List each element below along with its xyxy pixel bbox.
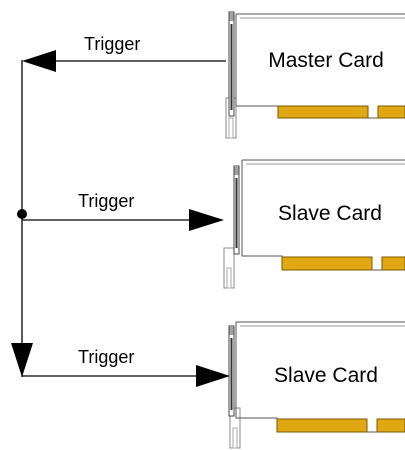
card-edge-connector — [281, 256, 373, 271]
master-card: Master Card — [225, 11, 405, 139]
trigger-signal-slave-2: Trigger — [22, 347, 230, 387]
card-edge-connector — [276, 418, 368, 433]
trigger-signal-slave-1: Trigger — [22, 191, 224, 231]
trigger-label: Trigger — [78, 191, 134, 211]
card-edge-connector — [376, 418, 405, 433]
card-label: Slave Card — [274, 364, 378, 387]
trigger-arrow-left-icon — [22, 50, 56, 72]
junction-dot — [17, 209, 27, 219]
trigger-signal-master: Trigger — [22, 34, 226, 72]
trigger-arrow-right-icon — [196, 365, 230, 387]
card-label: Slave Card — [278, 202, 382, 225]
bus-down-arrow-icon — [11, 343, 33, 377]
card-edge-connector — [277, 105, 369, 119]
trigger-arrow-right-icon — [189, 209, 224, 231]
trigger-label: Trigger — [78, 347, 134, 367]
trigger-bus — [11, 60, 33, 377]
slave-card-2: Slave Card — [228, 321, 405, 449]
slave-card-1: Slave Card — [223, 159, 405, 289]
card-edge-connector — [377, 105, 405, 119]
card-edge-connector — [381, 256, 405, 271]
card-label: Master Card — [268, 49, 384, 72]
trigger-label: Trigger — [84, 34, 140, 54]
